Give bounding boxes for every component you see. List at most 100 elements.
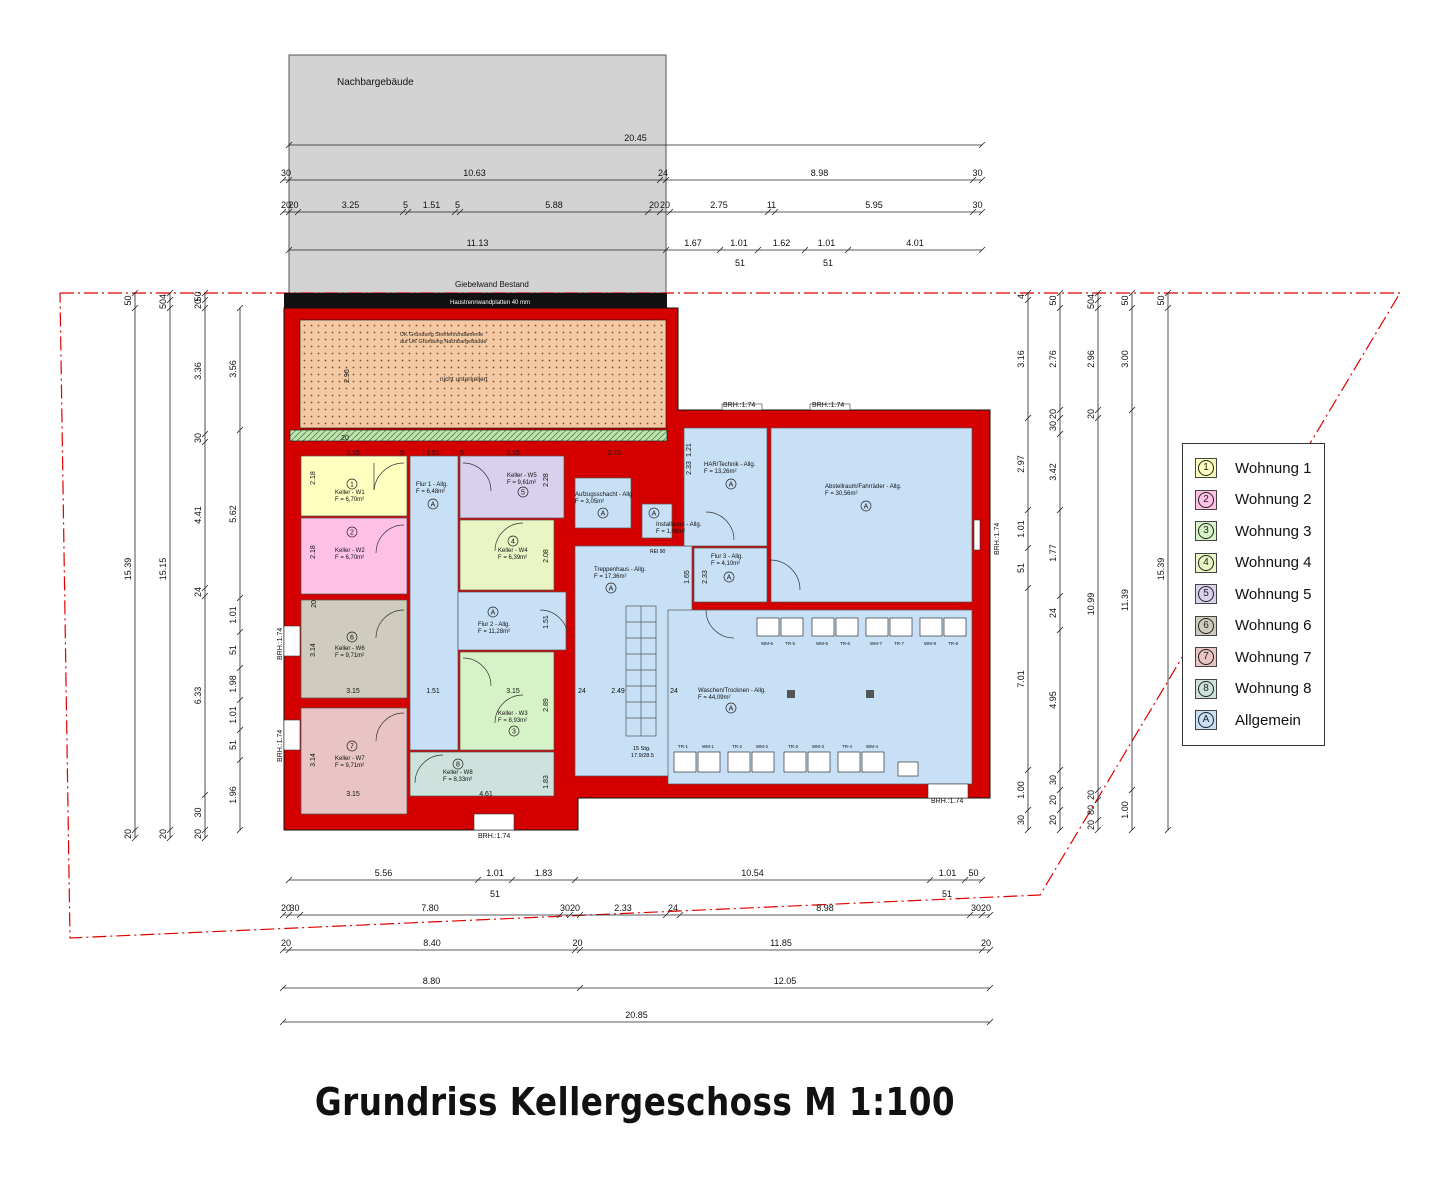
dim-right-1-tick [1024,289,1032,297]
room-area: F = 13,26m² [704,469,737,475]
dim-right-2-tick [1056,766,1064,774]
dim-bot-5-tick [279,1018,287,1026]
dim-right-2-tick [1056,430,1064,438]
room-badge [452,758,464,770]
dim-right-4-label: 50 [1120,295,1130,305]
dim-right-2-tick [1056,592,1064,600]
dim-left-3-tick [201,304,209,312]
legend-badge: 2 [1198,491,1214,508]
dim-bot-1-tick [285,876,293,884]
stair-label-2: 17.9/28.5 [631,753,654,759]
room-name: Flur 1 - Allg. [416,482,448,488]
dim-top-2-tick [978,176,986,184]
room-area: F = 4,10m² [711,561,740,567]
dim-left-4-tick [236,756,244,764]
dim-top-2-label: 30 [972,168,982,178]
dim-right-1-tick [1024,414,1032,422]
interior-dim: 3.15 [346,450,360,457]
interior-dim: 2.49 [611,688,625,695]
dim-bot-1-label: 50 [968,868,978,878]
room-badge [508,725,520,737]
dim-bot-3-tick [285,946,293,954]
dim-bot-4-label: 12.05 [774,976,797,986]
dim-top-3-label: 5.88 [545,200,563,210]
dim-top-3-tick [294,208,302,216]
dim-bot-3-tick [576,946,584,954]
interior-dim: 2.18 [310,545,317,559]
dim-bot-2-tick [978,911,986,919]
grade-beam [289,429,668,442]
room-badge [860,500,872,512]
dim-bot-1-label: 1.01 [939,868,957,878]
dim-left-3-tick [201,438,209,446]
room-badge [346,631,358,643]
legend-swatch: A [1195,710,1217,730]
dim-right-2-label: 24 [1048,608,1058,618]
dim-top-3-tick [404,208,412,216]
dim-bot-2-label: 8.98 [816,903,834,913]
dim-top-4-label: 4.01 [906,238,924,248]
room-har [683,427,768,547]
dim-bot-2-label: 7.80 [421,903,439,913]
interior-dim: 1.51 [543,615,550,629]
room-badge [517,486,529,498]
dim-left-3-tick [201,430,209,438]
dim-right-1-tick [1024,506,1032,514]
dim-top-3-tick [456,208,464,216]
dim-right-4-label: 3.00 [1120,350,1130,368]
room-badge-label: 6 [350,635,354,642]
dim-top-4-tick [801,246,809,254]
room-badge-label: 7 [350,744,354,751]
dim-left-3-tick [201,584,209,592]
dim-left-4-label: 51 [228,645,238,655]
dim-left-3-label: 30 [193,807,203,817]
room-area: F = 3,05m² [575,499,604,505]
legend-label: Wohnung 8 [1235,680,1312,697]
dim-top-3-label: 5 [455,200,460,210]
dim-bot-1-tick [978,876,986,884]
dim-left-2-label: 15.15 [158,558,168,581]
room-name: Keller - W3 [498,711,528,717]
dim-right-4-tick [1128,304,1136,312]
room-badge [723,571,735,583]
dim-bot-1-label: 10.54 [741,868,764,878]
room-abstell [770,427,973,603]
dim-right-5-tick [1164,304,1172,312]
dim-top-1-label: 20.45 [624,133,647,143]
dim-bot-2-label: 20 [281,903,291,913]
washers-top [756,617,967,637]
dim-left-2-label: 20 [158,829,168,839]
interior-dim: 1.21 [686,443,693,457]
door-swings [373,462,801,784]
dim-left-4-tick [236,304,244,312]
legend-badge: 3 [1198,523,1214,539]
dim-top-3-tick [656,208,664,216]
dim-right-2-label: 1.77 [1048,544,1058,562]
room-area: F = 11,28m² [478,629,510,635]
dim-bot-2-label: 20 [981,903,991,913]
dim-bot-3-label: 20 [981,938,991,948]
legend-label: Wohnung 2 [1235,491,1312,508]
washer-label: WM-8 [924,641,936,646]
interior-dim: 2.18 [310,471,317,485]
dim-bot-3-label: 20 [281,938,291,948]
room-w6 [300,599,408,699]
dim-right-3-tick [1094,414,1102,422]
legend-badge: 5 [1198,586,1214,602]
dim-bot-1-label: 1.83 [535,868,553,878]
dim-top-1-tick [285,141,293,149]
room-w4 [459,519,555,591]
legend-badge: 6 [1198,617,1214,634]
dim-right-2-tick [1056,304,1064,312]
room-area: F = 30,56m² [825,491,858,497]
unexcavated-label: nicht unterkellert [440,376,488,383]
interior-dim: 2.73 [607,450,621,457]
legend-label: Wohnung 7 [1235,648,1312,666]
room-badge [507,535,519,547]
dim-bot-2-label: 24 [668,903,678,913]
washer-label: WM-2 [756,744,768,749]
dim-right-2-tick [1056,406,1064,414]
